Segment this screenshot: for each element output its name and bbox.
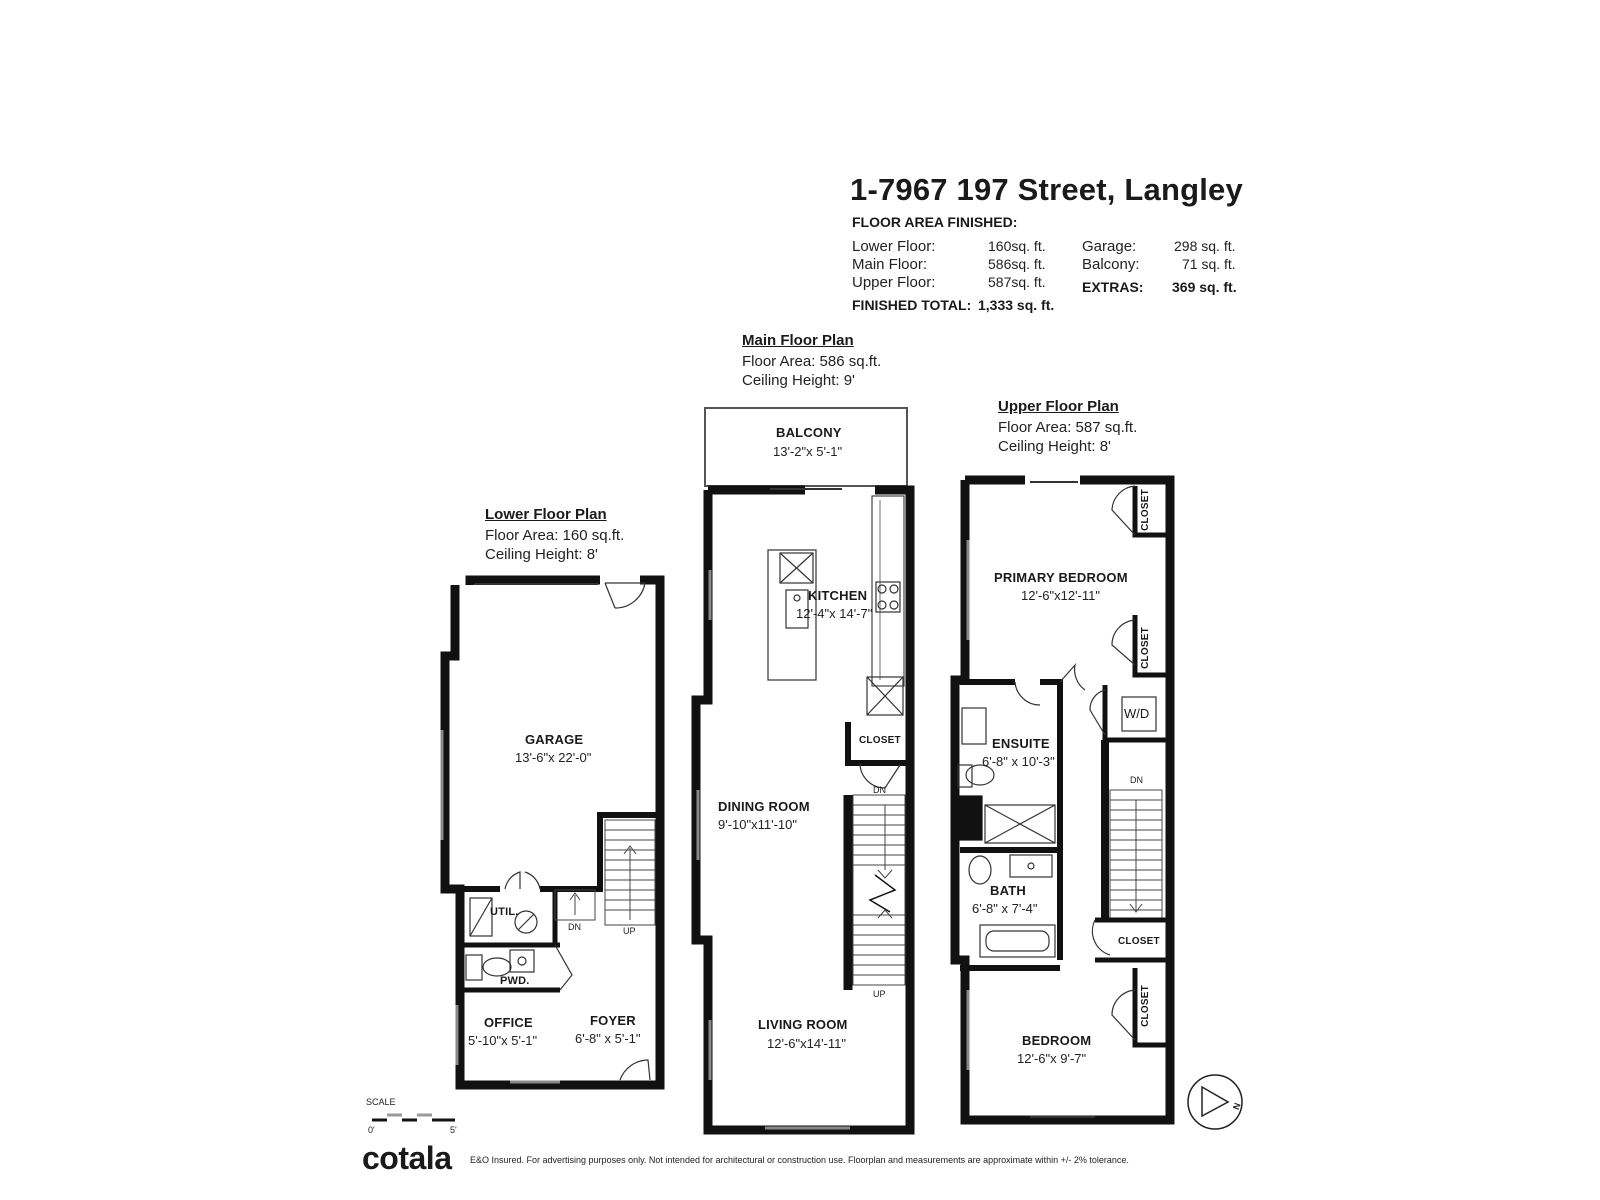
foyer-label: FOYER: [590, 1013, 636, 1028]
garage-label: GARAGE: [525, 732, 584, 747]
lower-floor-label: Lower Floor:: [852, 238, 936, 255]
scale-bar: [372, 1113, 455, 1122]
living-room-label: LIVING ROOM: [758, 1017, 848, 1032]
lower-floor-value: 160sq. ft.: [988, 238, 1046, 254]
bedroom-label: BEDROOM: [1022, 1033, 1092, 1048]
scale-five: 5': [450, 1125, 457, 1135]
finished-total-label: FINISHED TOTAL:: [852, 297, 972, 313]
bedroom-dim: 12'-6"x 9'-7": [1017, 1051, 1087, 1066]
main-floor-label: Main Floor:: [852, 256, 928, 273]
finished-total-value: 1,333 sq. ft.: [978, 297, 1055, 313]
compass-icon: [1187, 1074, 1243, 1130]
main-stair-up: UP: [873, 989, 886, 999]
office-label: OFFICE: [484, 1015, 533, 1030]
office-dim: 5'-10"x 5'-1": [468, 1033, 538, 1048]
washer-dryer-label: W/D: [1124, 706, 1150, 721]
garage-dim: 13'-6"x 22'-0": [515, 750, 592, 765]
upper-plan-ceiling: Ceiling Height: 8': [998, 438, 1111, 455]
upper-closet-2-label: CLOSET: [1139, 627, 1151, 669]
main-plan-ceiling: Ceiling Height: 9': [742, 372, 855, 389]
brand-logo: cotala: [362, 1140, 452, 1176]
upper-stair-dn: DN: [1130, 775, 1143, 785]
upper-plan-title: Upper Floor Plan: [998, 398, 1119, 415]
util-label: UTIL.: [490, 906, 519, 918]
main-plan-title: Main Floor Plan: [742, 332, 854, 349]
upper-plan-area: Floor Area: 587 sq.ft.: [998, 419, 1138, 436]
main-closet-label: CLOSET: [859, 735, 901, 746]
ensuite-dim: 6'-8" x 10'-3": [982, 754, 1055, 769]
main-plan-area: Floor Area: 586 sq.ft.: [742, 353, 882, 370]
primary-bedroom-dim: 12'-6"x12'-11": [1021, 588, 1100, 603]
extras-label: EXTRAS:: [1082, 279, 1144, 295]
floor-area-heading: FLOOR AREA FINISHED:: [852, 214, 1018, 230]
ensuite-label: ENSUITE: [992, 736, 1050, 751]
upper-closet-3-label: CLOSET: [1118, 936, 1160, 947]
dining-room-dim: 9'-10"x11'-10": [718, 817, 797, 832]
garage-area-label: Garage:: [1082, 238, 1137, 255]
main-stair-dn: DN: [873, 785, 886, 795]
lower-plan-area: Floor Area: 160 sq.ft.: [485, 527, 625, 544]
scale-label: SCALE: [366, 1097, 396, 1107]
upper-closet-4-label: CLOSET: [1139, 985, 1151, 1027]
lower-stair-up: UP: [623, 926, 636, 936]
disclaimer-text: E&O Insured. For advertising purposes on…: [470, 1155, 1129, 1165]
lower-floor-walls: [440, 575, 665, 1090]
balcony-label: BALCONY: [776, 425, 842, 440]
extras-value: 369 sq. ft.: [1172, 279, 1237, 295]
main-floor-walls: [691, 407, 915, 1135]
balcony-area-value: 71 sq. ft.: [1182, 256, 1236, 272]
foyer-dim: 6'-8" x 5'-1": [575, 1031, 641, 1046]
upper-floor-value: 587sq. ft.: [988, 274, 1046, 290]
upper-floor-label: Upper Floor:: [852, 274, 936, 291]
lower-plan-ceiling: Ceiling Height: 8': [485, 546, 598, 563]
pwd-label: PWD.: [500, 975, 530, 987]
living-room-dim: 12'-6"x14'-11": [767, 1036, 846, 1051]
primary-bedroom-label: PRIMARY BEDROOM: [994, 570, 1128, 585]
kitchen-label: KITCHEN: [808, 588, 868, 603]
scale-zero: 0': [368, 1125, 375, 1135]
balcony-area-label: Balcony:: [1082, 256, 1140, 273]
bath-dim: 6'-8" x 7'-4": [972, 901, 1038, 916]
lower-stair-dn: DN: [568, 922, 581, 932]
garage-area-value: 298 sq. ft.: [1174, 238, 1236, 254]
lower-plan-title: Lower Floor Plan: [485, 506, 607, 523]
kitchen-dim: 12'-4"x 14'-7": [796, 606, 873, 621]
balcony-dim: 13'-2"x 5'-1": [773, 444, 843, 459]
bath-label: BATH: [990, 883, 1026, 898]
upper-closet-1-label: CLOSET: [1139, 489, 1151, 531]
upper-floor-walls: [950, 475, 1175, 1125]
main-floor-value: 586sq. ft.: [988, 256, 1046, 272]
property-address: 1-7967 197 Street, Langley: [850, 172, 1243, 207]
dining-room-label: DINING ROOM: [718, 799, 810, 814]
